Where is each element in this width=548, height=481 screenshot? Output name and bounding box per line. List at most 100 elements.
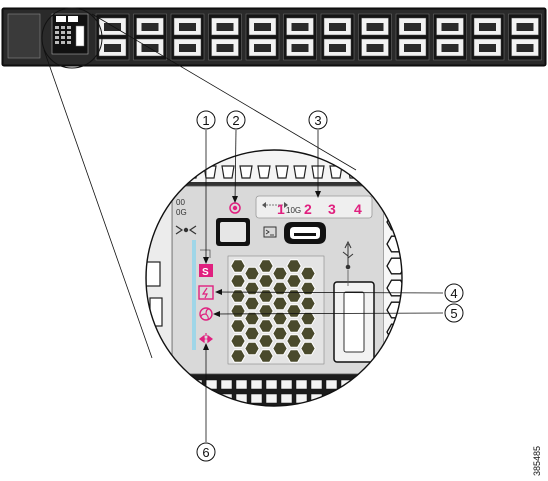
vent-hex [244,341,260,356]
lower-port [385,379,398,390]
lower-port [146,379,158,390]
management-port [216,218,250,246]
top-hole [149,165,163,179]
lower-port [146,393,158,404]
vent-hex [258,274,274,288]
svg-text:6: 6 [202,445,209,460]
side-hex [403,357,421,373]
vent-hex [300,266,316,281]
top-hole [347,165,361,179]
vent-hex [258,289,274,303]
lower-port [280,393,293,404]
lower-port [355,393,368,404]
vent-hex [300,326,316,341]
lower-port [265,379,278,390]
svg-text:4: 4 [450,286,457,301]
side-hex [403,247,421,263]
sfp-port-block [358,13,392,61]
lower-port [400,379,402,390]
sfp-port-block [245,13,280,61]
vent-hex [272,341,288,356]
callout-arrowheads [203,191,321,350]
callout-2: 2 [226,110,246,130]
vent-hex [258,259,274,273]
vent-hex [272,326,288,341]
sfp-port-blocks [95,13,542,61]
vent-hex [244,296,260,311]
top-hole [275,165,289,179]
vent-hex [300,341,316,356]
side-hex [403,203,421,219]
vent-hex [244,266,260,281]
lower-port [370,379,383,390]
callout-1: 1 [196,110,216,130]
svg-text:5: 5 [450,306,457,321]
callout-5: 5 [444,303,464,323]
vent-hex [300,281,316,296]
svg-text:3: 3 [314,113,321,128]
vent-hex [258,304,274,318]
fan-led-icon [199,307,213,321]
callout-6: 6 [196,442,216,462]
top-hole [383,165,397,179]
status-led-letter: S [202,267,209,278]
lower-port [265,393,278,404]
port-speed-number-3: 3 [328,201,336,217]
svg-text:1: 1 [202,113,209,128]
sfp-port-block [283,13,317,61]
vent-hex [230,289,246,303]
vent-hex [230,319,246,333]
sfp-port-block [508,13,542,61]
fan-vent-grille [230,259,316,363]
vent-hex [272,281,288,296]
lower-port [325,379,338,390]
vent-hex [258,349,274,363]
top-hole [257,165,271,179]
vent-hex [230,334,246,348]
sfp-port-block [433,13,467,61]
port-speed-led-panel: 10G 1 2 3 4 [255,195,373,219]
right-hex-pattern [386,191,421,395]
zoom-circle-outline [145,149,403,407]
side-hex [403,313,421,329]
switch-chassis [1,7,547,67]
vent-hex [230,349,246,363]
lower-port [340,393,353,404]
lower-port [325,393,338,404]
status-led-icon: S [199,264,213,278]
top-hole [365,165,379,179]
vent-hex [230,304,246,318]
vent-hex [230,274,246,288]
vent-hex [286,334,302,348]
top-hole [167,165,181,179]
top-hole [293,165,307,179]
vent-hex [230,259,246,273]
sfp-port-block [208,13,242,61]
side-hex [403,335,421,351]
side-hex [403,379,421,395]
lower-port [250,393,263,404]
lower-port [220,379,233,390]
vent-hex [244,311,260,326]
sfp-port-block [133,13,167,61]
top-hole [239,165,253,179]
console-icon [263,226,277,238]
zoom-detail: 00 0G [145,149,421,407]
vent-hex [272,296,288,311]
lower-port [160,379,173,390]
vent-hex [286,289,302,303]
uplink-led-icon [199,333,213,344]
usb-icon [342,240,354,270]
vent-hex [272,311,288,326]
lower-port [280,379,293,390]
vent-hex [286,349,302,363]
port-speed-number-1: 1 [277,201,285,217]
lower-port [385,393,398,404]
vent-hex [286,319,302,333]
magnifier-leader-lines [43,13,357,359]
vent-hex [286,274,302,288]
lower-port [400,393,402,404]
sfp-port-block [320,13,355,61]
lower-port [355,379,368,390]
